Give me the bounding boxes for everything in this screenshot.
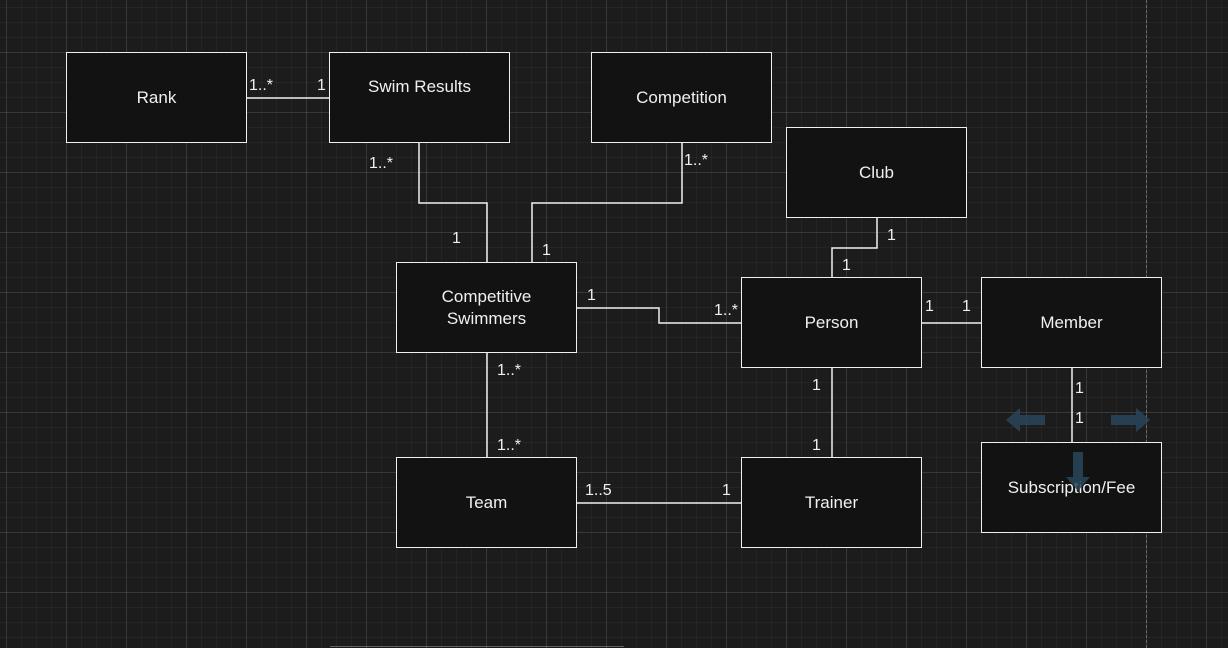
multiplicity-label: 1 — [925, 298, 934, 315]
class-label-team: Team — [465, 492, 508, 512]
class-box-swim-results[interactable]: Swim Results — [329, 52, 510, 143]
multiplicity-label: 1 — [587, 287, 596, 304]
multiplicity-label: 1 — [1075, 380, 1084, 397]
multiplicity-label: 1..* — [497, 437, 522, 454]
connector-club-person[interactable] — [831, 218, 878, 278]
multiplicity-label: 1..* — [497, 362, 522, 379]
multiplicity-label: 1 — [542, 242, 551, 259]
multiplicity-label: 1 — [962, 298, 971, 315]
class-box-rank[interactable]: Rank — [66, 52, 247, 143]
arrow-down-icon[interactable] — [1065, 451, 1091, 491]
class-label-competition: Competition — [636, 87, 727, 107]
multiplicity-label: 1 — [812, 437, 821, 454]
multiplicity-label: 1 — [452, 230, 461, 247]
arrow-right-icon[interactable] — [1110, 407, 1150, 433]
class-label-competitive-swimmers-line1: Competitive — [441, 286, 532, 306]
multiplicity-label: 1..* — [249, 77, 274, 94]
class-box-competition[interactable]: Competition — [591, 52, 772, 143]
class-label-club: Club — [859, 162, 894, 182]
connector-competition-competitive-swimmers[interactable] — [531, 143, 683, 263]
multiplicity-label: 1 — [317, 77, 326, 94]
class-box-team[interactable]: Team — [396, 457, 577, 548]
class-box-subscription-fee[interactable]: Subscription/Fee — [981, 442, 1162, 533]
class-box-trainer[interactable]: Trainer — [741, 457, 922, 548]
multiplicity-label: 1 — [1075, 410, 1084, 427]
class-label-competitive-swimmers-line2: Swimmers — [446, 308, 527, 328]
class-label-swim-results: Swim Results — [368, 77, 471, 96]
multiplicity-label: 1 — [887, 227, 896, 244]
multiplicity-label: 1..5 — [585, 482, 612, 499]
scroll-edge-line — [330, 646, 624, 647]
class-label-rank: Rank — [136, 87, 177, 107]
multiplicity-label: 1 — [722, 482, 731, 499]
multiplicity-label: 1 — [812, 377, 821, 394]
class-label-member: Member — [1040, 312, 1103, 332]
class-label-person: Person — [804, 312, 859, 332]
class-label-trainer: Trainer — [804, 492, 859, 512]
class-box-person[interactable]: Person — [741, 277, 922, 368]
multiplicity-label: 1..* — [684, 152, 709, 169]
multiplicity-label: 1..* — [714, 302, 739, 319]
multiplicity-label: 1..* — [369, 155, 394, 172]
multiplicity-label: 1 — [842, 257, 851, 274]
class-label-subscription-fee: Subscription/Fee — [1007, 477, 1136, 497]
class-box-club[interactable]: Club — [786, 127, 967, 218]
class-box-competitive-swimmers[interactable]: Competitive Swimmers — [396, 262, 577, 353]
arrow-left-icon[interactable] — [1006, 407, 1046, 433]
class-box-member[interactable]: Member — [981, 277, 1162, 368]
